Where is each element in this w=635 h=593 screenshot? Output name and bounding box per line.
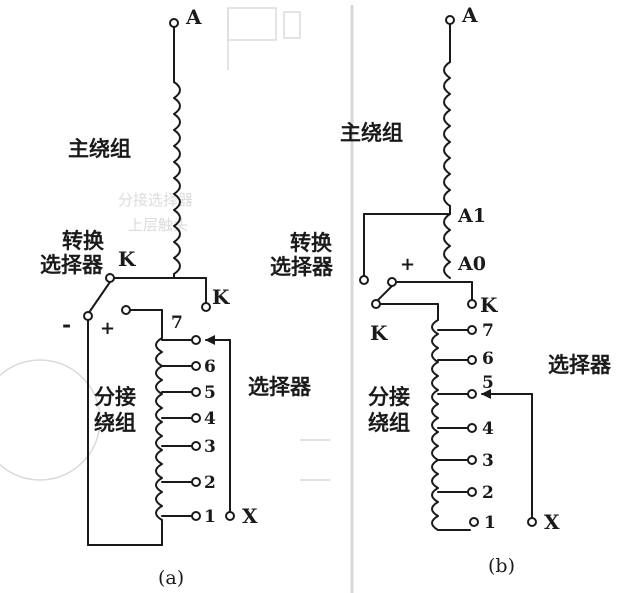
tap-winding-coil	[431, 319, 439, 531]
changeover-selector-label-1: 转换	[62, 229, 105, 253]
tap-1-label: 1	[484, 513, 496, 533]
plus-sign: +	[400, 254, 415, 275]
tap-6-label: 6	[482, 349, 494, 369]
tap-5-label: 5	[204, 383, 216, 403]
terminal-a-label: A	[461, 3, 478, 27]
changeover-selector-label-2: 选择器	[40, 253, 104, 277]
terminal-x-label: X	[242, 504, 258, 528]
bleed-text-2: 上层触头	[128, 216, 188, 234]
selector-b: X 选择器	[481, 353, 612, 534]
right-k-label: K	[212, 285, 230, 309]
minus-sign: -	[62, 312, 71, 338]
tap-7: 7	[437, 321, 494, 341]
changeover-selector-label-1: 转换	[290, 231, 333, 255]
main-winding-coil	[173, 81, 181, 275]
diagram-b: A 主绕组 A1 A0 K + 转换 选择器 K 分接 绕组	[270, 3, 612, 577]
changeover-blade	[87, 281, 111, 315]
changeover-k-label: K	[118, 247, 136, 271]
tap-4: 4	[437, 419, 494, 439]
selector-label: 选择器	[548, 353, 612, 377]
tap-winding-label-1: 分接	[368, 385, 410, 409]
background-bleed: 分接选择器 上层触头	[0, 5, 354, 593]
caption-b: (b)	[488, 555, 515, 577]
tap-5-label: 5	[482, 373, 494, 393]
plus-sign: +	[100, 318, 115, 339]
changeover-blade	[377, 285, 393, 301]
tap-4-label: 4	[204, 409, 216, 429]
tap-3: 3	[437, 451, 494, 471]
terminal-a-dot	[445, 15, 455, 25]
main-winding-label: 主绕组	[68, 137, 131, 161]
tap-2: 2	[437, 483, 494, 503]
tap-winding-coil	[155, 337, 163, 521]
tap-3-label: 3	[482, 451, 494, 471]
selector-label: 选择器	[248, 375, 312, 399]
a0-label: A0	[457, 253, 486, 275]
tap-winding-label-2: 绕组	[94, 411, 136, 435]
tap-4-label: 4	[482, 419, 494, 439]
left-k-label: K	[370, 321, 388, 345]
changeover-selector-label-2: 选择器	[270, 255, 334, 279]
diagram-a: A 主绕组 K K 转换 选择器 - + 分接 绕组 7	[40, 5, 312, 589]
tap-7-label: 7	[482, 321, 494, 341]
tap-3-label: 3	[204, 437, 216, 457]
tap-2: 2	[161, 473, 216, 493]
tap-4: 4	[161, 409, 216, 429]
tap-winding-label-1: 分接	[94, 385, 136, 409]
tap-7: 7	[161, 313, 201, 345]
tap-winding-label-2: 绕组	[368, 411, 410, 435]
tap-2-label: 2	[204, 473, 216, 493]
tap-1: 1	[161, 507, 216, 527]
terminal-x-label: X	[544, 510, 560, 534]
tap-7-label: 7	[171, 313, 183, 333]
caption-a: (a)	[158, 567, 184, 589]
tap-5: 5	[437, 373, 494, 399]
bleed-text-1: 分接选择器	[118, 191, 193, 209]
tap-6-label: 6	[204, 357, 216, 377]
tap-5: 5	[161, 383, 216, 403]
tap-2-label: 2	[482, 483, 494, 503]
tap-3: 3	[161, 437, 216, 457]
tap-1-label: 1	[204, 507, 216, 527]
a1-label: A1	[457, 205, 486, 227]
tap-6: 6	[437, 349, 494, 369]
selector-a: X 选择器	[205, 335, 312, 528]
terminal-a-label: A	[185, 5, 202, 29]
terminal-a-dot	[169, 18, 179, 28]
tap-1: 1	[469, 513, 496, 533]
main-winding-coil	[443, 61, 451, 207]
main-winding-label: 主绕组	[340, 121, 403, 145]
tap-6: 6	[161, 357, 216, 377]
right-k-label: K	[480, 293, 498, 317]
